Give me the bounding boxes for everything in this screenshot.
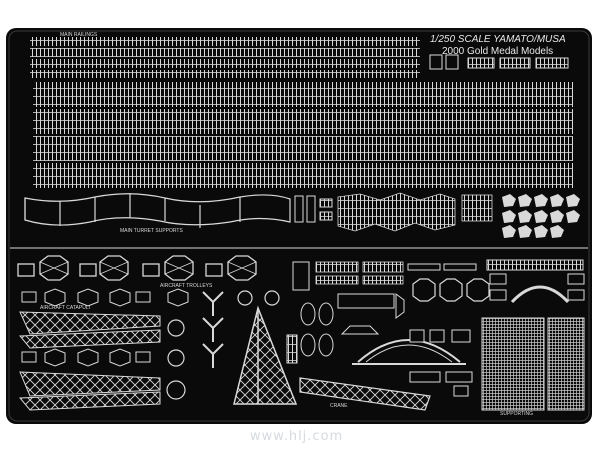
watermark-text: www.hlj.com [250,429,344,444]
small-part-cluster [502,194,580,238]
aircraft-catapult-upper [18,311,161,349]
label-aircraft-trolleys: AIRCRAFT TROLLEYS [160,283,213,289]
round-parts [166,290,280,400]
fret-title-line1: 1/250 SCALE YAMATO/MUSA [430,34,566,45]
rack-parts [315,261,404,285]
top-right-small-parts [429,54,569,70]
turret-supports [24,193,291,228]
upper-railing-group [30,37,420,78]
trolley-small-row [21,288,189,307]
right-upper-parts [407,259,585,301]
label-aircraft-catapult: AIRCRAFT CATAPULT [40,305,92,311]
label-turret-supports: MAIN TURRET SUPPORTS [120,228,183,234]
right-arch [510,285,570,304]
aircraft-catapult-lower [18,371,161,411]
octagon-cluster [412,278,490,302]
label-main-railings: MAIN RAILINGS [60,32,98,38]
center-ladders [294,195,333,223]
arch-part [352,339,466,365]
misc-small-parts [409,329,473,397]
zigzag-railings [337,192,456,232]
oval-parts [286,302,334,364]
label-bottom-right: SUPPORTING [500,411,533,417]
trolley-small-row-2 [21,348,151,367]
y-supports [202,291,224,368]
crane-tower [233,305,298,405]
grating-panels [481,317,585,411]
crane-boom [299,377,431,411]
fret-title-line2: 2000 Gold Medal Models [442,46,554,57]
center-bracket-parts [292,261,405,335]
main-railings-block [33,82,573,188]
label-crane: CRANE [330,403,348,409]
